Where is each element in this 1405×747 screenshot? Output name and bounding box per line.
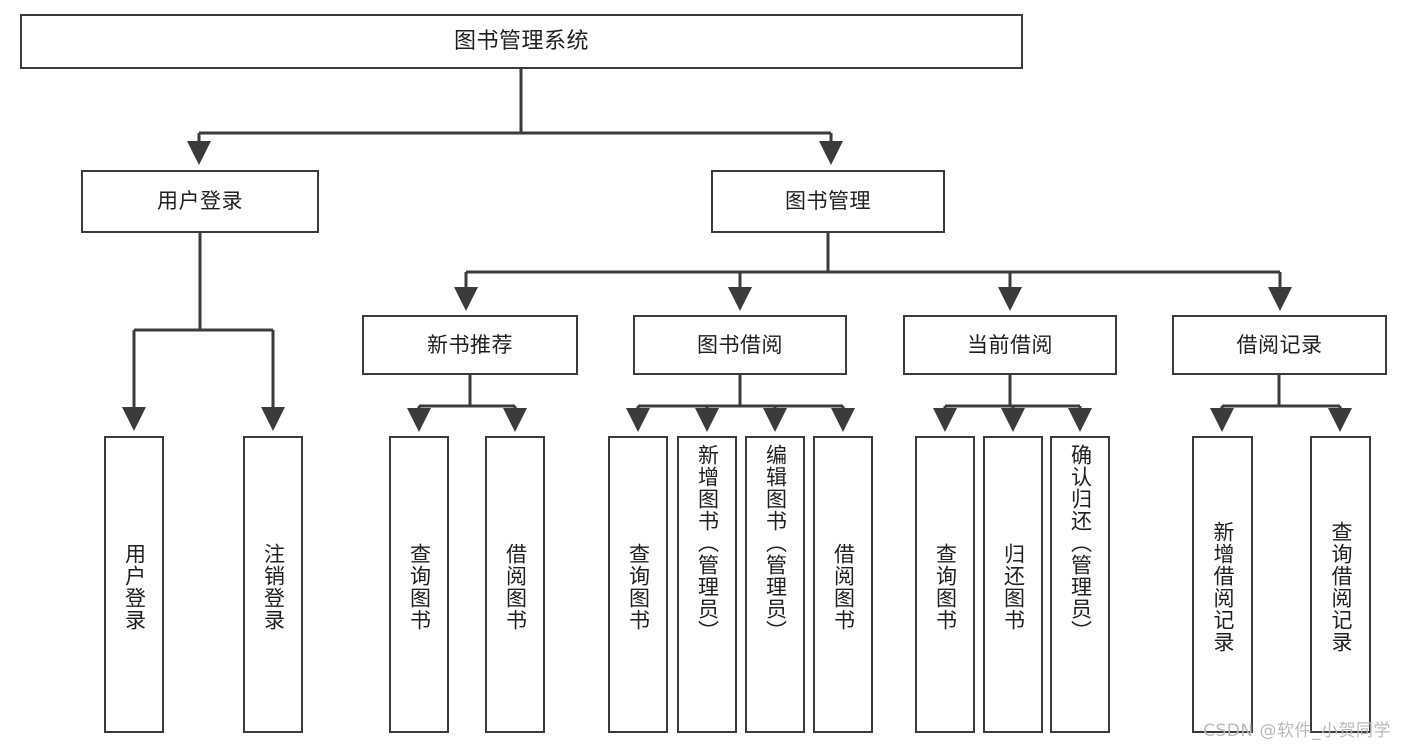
node-leaf-add-borrow-record-label: 新增借阅记录 bbox=[1211, 520, 1235, 653]
node-leaf-query-borrow-record-label: 查询借阅记录 bbox=[1329, 520, 1353, 653]
node-root-label: 图书管理系统 bbox=[453, 28, 589, 54]
node-leaf-edit-book-admin[interactable]: 编辑图书（管理员） bbox=[745, 436, 805, 733]
node-leaf-return-book[interactable]: 归还图书 bbox=[983, 436, 1043, 733]
node-leaf-query-book-1[interactable]: 查询图书 bbox=[389, 436, 449, 733]
node-leaf-add-book-admin-label: 新增图书（管理员） bbox=[695, 444, 720, 642]
node-leaf-user-login-label: 用户登录 bbox=[122, 542, 147, 631]
node-leaf-borrow-book-2-label: 借阅图书 bbox=[831, 542, 856, 631]
node-leaf-user-login[interactable]: 用户登录 bbox=[104, 436, 164, 733]
node-leaf-borrow-book-1-label: 借阅图书 bbox=[503, 542, 528, 631]
node-root[interactable]: 图书管理系统 bbox=[20, 14, 1023, 69]
node-leaf-query-book-2-label: 查询图书 bbox=[626, 542, 651, 631]
node-borrow-record[interactable]: 借阅记录 bbox=[1172, 315, 1387, 375]
node-new-book-recommend-label: 新书推荐 bbox=[427, 332, 513, 357]
node-leaf-borrow-book-1[interactable]: 借阅图书 bbox=[485, 436, 545, 733]
node-leaf-query-book-3-label: 查询图书 bbox=[933, 542, 958, 631]
node-book-borrow-label: 图书借阅 bbox=[697, 332, 783, 357]
node-book-manage[interactable]: 图书管理 bbox=[711, 170, 945, 233]
node-leaf-logout[interactable]: 注销登录 bbox=[243, 436, 303, 733]
node-leaf-query-book-1-label: 查询图书 bbox=[407, 542, 432, 631]
node-leaf-confirm-return-admin-label: 确认归还（管理员） bbox=[1068, 444, 1093, 642]
node-leaf-add-borrow-record[interactable]: 新增借阅记录 bbox=[1192, 436, 1253, 733]
node-leaf-add-book-admin[interactable]: 新增图书（管理员） bbox=[677, 436, 737, 733]
node-current-borrow-label: 当前借阅 bbox=[967, 332, 1053, 357]
node-new-book-recommend[interactable]: 新书推荐 bbox=[362, 315, 578, 375]
node-current-borrow[interactable]: 当前借阅 bbox=[903, 315, 1117, 375]
watermark: CSDN @软件_小贺同学 bbox=[1203, 721, 1391, 741]
node-user-login-label: 用户登录 bbox=[157, 189, 243, 214]
node-book-borrow[interactable]: 图书借阅 bbox=[633, 315, 847, 375]
node-leaf-query-borrow-record[interactable]: 查询借阅记录 bbox=[1310, 436, 1371, 733]
node-leaf-confirm-return-admin[interactable]: 确认归还（管理员） bbox=[1050, 436, 1110, 733]
node-user-login[interactable]: 用户登录 bbox=[81, 170, 319, 233]
node-leaf-logout-label: 注销登录 bbox=[261, 542, 286, 631]
node-leaf-edit-book-admin-label: 编辑图书（管理员） bbox=[763, 444, 788, 642]
node-leaf-query-book-3[interactable]: 查询图书 bbox=[915, 436, 975, 733]
node-leaf-return-book-label: 归还图书 bbox=[1001, 542, 1026, 631]
node-book-manage-label: 图书管理 bbox=[785, 189, 871, 214]
node-borrow-record-label: 借阅记录 bbox=[1236, 332, 1323, 357]
node-leaf-query-book-2[interactable]: 查询图书 bbox=[608, 436, 668, 733]
node-leaf-borrow-book-2[interactable]: 借阅图书 bbox=[813, 436, 873, 733]
